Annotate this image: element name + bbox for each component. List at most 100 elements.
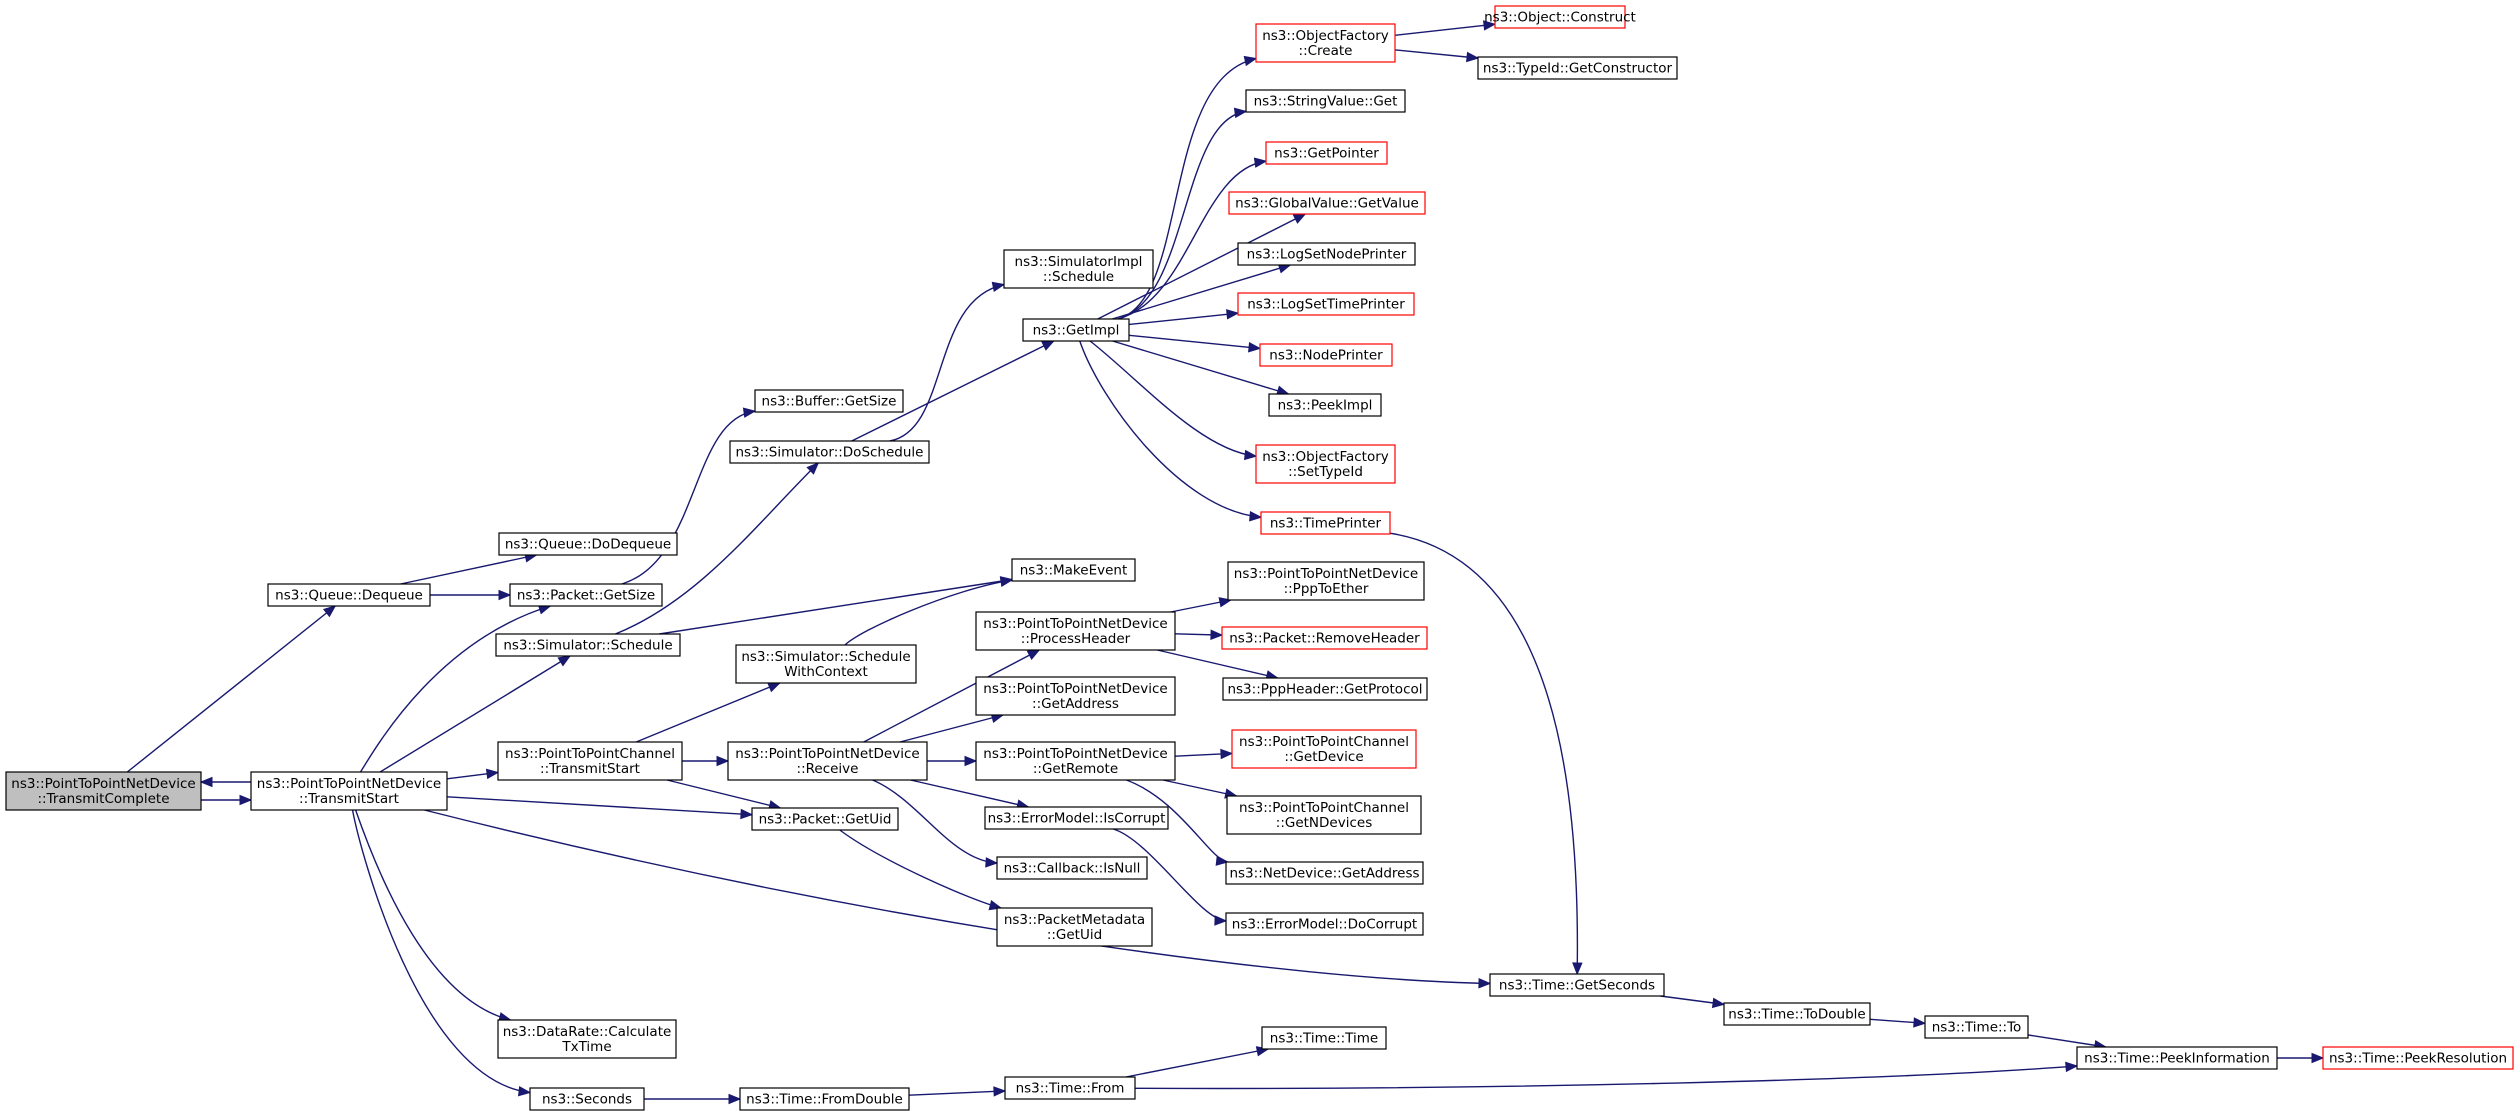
graph-node-tfrom[interactable]: ns3::Time::From — [1004, 1076, 1136, 1100]
graph-node-tto[interactable]: ns3::Time::To — [1924, 1015, 2029, 1039]
graph-node-pgs[interactable]: ns3::Packet::GetSize — [509, 583, 663, 607]
arrowhead — [1210, 629, 1224, 641]
node-box — [1022, 318, 1130, 342]
graph-node-gr[interactable]: ns3::PointToPointNetDevice::GetRemote — [975, 741, 1176, 781]
graph-node-pgu[interactable]: ns3::Packet::GetUid — [751, 807, 899, 831]
node-box — [996, 856, 1148, 880]
graph-node-dosched[interactable]: ns3::Simulator::DoSchedule — [729, 440, 930, 464]
edge-getimpl-to-svget — [1117, 110, 1247, 320]
graph-node-bgs[interactable]: ns3::Buffer::GetSize — [754, 389, 904, 413]
node-label: ::Create — [1299, 43, 1353, 59]
graph-node-tpi[interactable]: ns3::Time::PeekInformation — [2076, 1046, 2278, 1070]
graph-node-tc[interactable]: ns3::PointToPointNetDevice::TransmitComp… — [5, 771, 202, 811]
graph-node-cbnull[interactable]: ns3::Callback::IsNull — [996, 856, 1148, 880]
graph-node-ttd[interactable]: ns3::Time::ToDouble — [1723, 1002, 1871, 1026]
graph-node-tidgc[interactable]: ns3::TypeId::GetConstructor — [1477, 56, 1678, 80]
node-label: ns3::PointToPointChannel — [1239, 800, 1409, 816]
node-label: ns3::Time::To — [1932, 1020, 2022, 1036]
node-label: TxTime — [561, 1039, 611, 1055]
graph-node-ts[interactable]: ns3::PointToPointNetDevice::TransmitStar… — [250, 771, 448, 811]
graph-node-chts[interactable]: ns3::PointToPointChannel::TransmitStart — [497, 741, 683, 781]
node-box — [984, 806, 1169, 830]
node-box — [975, 676, 1176, 716]
arrowhead — [1292, 213, 1307, 224]
graph-node-ph[interactable]: ns3::PointToPointNetDevice::ProcessHeade… — [975, 611, 1176, 651]
graph-node-getptr[interactable]: ns3::GetPointer — [1265, 141, 1388, 165]
graph-node-lsnp[interactable]: ns3::LogSetNodePrinter — [1237, 242, 1416, 266]
graph-node-gvget[interactable]: ns3::GlobalValue::GetValue — [1228, 191, 1426, 215]
graph-node-simimpl[interactable]: ns3::SimulatorImpl::Schedule — [1003, 249, 1154, 289]
node-label: ns3::Simulator::Schedule — [741, 649, 910, 665]
graph-node-mkev[interactable]: ns3::MakeEvent — [1011, 558, 1136, 582]
graph-node-chgd[interactable]: ns3::PointToPointChannel::GetDevice — [1231, 729, 1417, 769]
graph-node-lstp[interactable]: ns3::LogSetTimePrinter — [1237, 292, 1415, 316]
graph-node-nodep[interactable]: ns3::NodePrinter — [1259, 343, 1393, 367]
node-label: ns3::Time::ToDouble — [1728, 1007, 1865, 1023]
node-box — [495, 633, 681, 657]
node-box — [727, 741, 928, 781]
graph-node-getimpl[interactable]: ns3::GetImpl — [1022, 318, 1130, 342]
graph-node-ofcreate[interactable]: ns3::ObjectFactory::Create — [1255, 23, 1396, 63]
edge-ph-to-pppgp — [1157, 649, 1278, 679]
node-label: ns3::PointToPointNetDevice — [735, 746, 919, 762]
node-label: WithContext — [784, 664, 868, 680]
graph-node-svget[interactable]: ns3::StringValue::Get — [1245, 89, 1406, 113]
graph-node-pmgu[interactable]: ns3::PacketMetadata::GetUid — [996, 907, 1153, 947]
graph-node-recv[interactable]: ns3::PointToPointNetDevice::Receive — [727, 741, 928, 781]
graph-node-objcons[interactable]: ns3::Object::Construct — [1484, 5, 1636, 29]
graph-node-qdeq[interactable]: ns3::Queue::Dequeue — [267, 583, 431, 607]
graph-node-tfd[interactable]: ns3::Time::FromDouble — [739, 1087, 910, 1111]
graph-node-emdc[interactable]: ns3::ErrorModel::DoCorrupt — [1225, 912, 1424, 936]
arrowhead — [1215, 855, 1229, 866]
graph-node-ttime[interactable]: ns3::Time::Time — [1261, 1026, 1387, 1050]
edge-tfrom-to-tpi — [1134, 1065, 2078, 1090]
node-label: ns3::Packet::GetSize — [517, 588, 655, 604]
arrowhead — [1253, 157, 1268, 168]
graph-node-tpr[interactable]: ns3::Time::PeekResolution — [2322, 1046, 2514, 1070]
arrowhead — [1226, 309, 1240, 320]
edge-getimpl-to-getptr — [1117, 160, 1267, 320]
graph-node-pppgp[interactable]: ns3::PppHeader::GetProtocol — [1222, 677, 1428, 701]
edge-ofcreate-to-tidgc — [1394, 49, 1479, 59]
arrowhead — [1466, 51, 1480, 63]
graph-node-emic[interactable]: ns3::ErrorModel::IsCorrupt — [984, 806, 1169, 830]
edge-tto-to-tpi — [2027, 1034, 2106, 1048]
edge-getimpl-to-timep — [1079, 340, 1262, 518]
graph-node-qdodeq[interactable]: ns3::Queue::DoDequeue — [498, 532, 678, 556]
node-box — [1225, 861, 1424, 885]
graph-node-chgnd[interactable]: ns3::PointToPointChannel::GetNDevices — [1226, 795, 1422, 835]
node-label: ns3::Time::Time — [1270, 1031, 1378, 1047]
graph-node-ndga[interactable]: ns3::NetDevice::GetAddress — [1225, 861, 1424, 885]
edge-timep-to-tgs — [1389, 532, 1579, 975]
graph-node-ga[interactable]: ns3::PointToPointNetDevice::GetAddress — [975, 676, 1176, 716]
graph-node-sched[interactable]: ns3::Simulator::Schedule — [495, 633, 681, 657]
graph-node-rmh[interactable]: ns3::Packet::RemoveHeader — [1221, 626, 1428, 650]
arrowhead — [1572, 962, 1583, 976]
graph-node-ofsti[interactable]: ns3::ObjectFactory::SetTypeId — [1255, 444, 1396, 484]
arrowhead — [322, 605, 337, 618]
arrowhead — [1214, 915, 1228, 926]
graph-node-timep[interactable]: ns3::TimePrinter — [1260, 511, 1391, 535]
node-label: ns3::ErrorModel::DoCorrupt — [1232, 917, 1417, 933]
node-label: ns3::Buffer::GetSize — [762, 394, 897, 410]
arrowhead — [742, 407, 757, 418]
graph-node-pte[interactable]: ns3::PointToPointNetDevice::PppToEther — [1227, 561, 1425, 601]
edge-ts-to-sec — [351, 809, 531, 1094]
node-label: ns3::PointToPointNetDevice — [1234, 566, 1418, 582]
node-box — [497, 741, 683, 781]
graph-node-peek[interactable]: ns3::PeekImpl — [1268, 393, 1382, 417]
node-box — [1723, 1002, 1871, 1026]
edge-ts-to-sched — [379, 655, 571, 773]
node-box — [975, 741, 1176, 781]
edge-getimpl-to-gvget — [1097, 213, 1306, 320]
graph-node-sec[interactable]: ns3::Seconds — [529, 1087, 645, 1111]
node-box — [1227, 561, 1425, 601]
node-box — [1477, 56, 1678, 80]
node-label: ns3::Time::FromDouble — [746, 1092, 903, 1108]
node-box — [751, 807, 899, 831]
edge-ts-to-pgu — [446, 796, 753, 816]
node-box — [1494, 5, 1626, 29]
graph-node-tgs[interactable]: ns3::Time::GetSeconds — [1489, 973, 1665, 997]
